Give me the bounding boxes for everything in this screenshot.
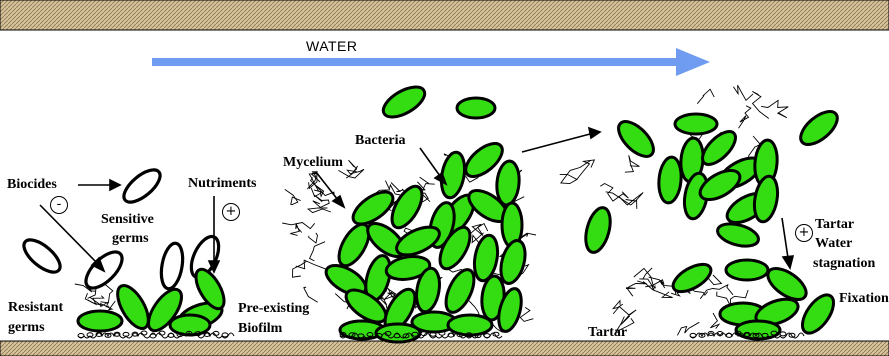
bacterium-cell bbox=[657, 156, 683, 204]
nutriments-label: Nutriments bbox=[188, 176, 256, 192]
tartar-loop bbox=[484, 334, 490, 338]
top-border bbox=[0, 0, 889, 30]
tartar-loop bbox=[78, 334, 84, 338]
preexisting-label: Pre-existing bbox=[238, 301, 309, 317]
arrow-biocides-right bbox=[78, 180, 120, 190]
plus-sign: + bbox=[222, 203, 240, 221]
plus-sign-right: + bbox=[795, 224, 813, 242]
mycelium-strand bbox=[561, 160, 591, 183]
bacterium-cell bbox=[448, 315, 492, 335]
biocides-label: Biocides bbox=[7, 177, 57, 193]
bacterium-cell bbox=[457, 98, 495, 118]
tartar-loop bbox=[780, 332, 786, 336]
sensitive-label: Sensitive bbox=[101, 212, 154, 228]
water-label: WATER bbox=[306, 38, 358, 54]
biofilm-label: Biofilm bbox=[238, 321, 282, 337]
water-arrow bbox=[152, 48, 710, 76]
mycelium-strand bbox=[308, 208, 331, 213]
mycelium-strand bbox=[643, 282, 672, 298]
mycelium-strand bbox=[677, 322, 699, 335]
mycelium-strand bbox=[282, 223, 315, 229]
mycelium-strand bbox=[739, 106, 751, 128]
mycelium-strand bbox=[625, 155, 640, 172]
tartar-loop bbox=[222, 333, 228, 337]
sensitive-germ-cell bbox=[158, 242, 186, 291]
resistant-label: Resistant bbox=[8, 300, 63, 316]
mycelium-strand bbox=[311, 185, 323, 196]
bacterium-cell bbox=[78, 311, 122, 331]
minus-sign: - bbox=[50, 196, 68, 214]
resistant-germs-label: germs bbox=[8, 320, 45, 336]
mycelium-strand bbox=[710, 313, 719, 329]
fixation-label: Fixation bbox=[839, 291, 889, 307]
bacterium-cell bbox=[379, 81, 430, 123]
bacterium-cell bbox=[581, 205, 614, 255]
mycelium-strand bbox=[752, 91, 769, 118]
mycelium-strand bbox=[613, 307, 636, 325]
arrow-bacteria bbox=[420, 148, 446, 184]
tartar-bottom-label: Tartar bbox=[588, 325, 627, 341]
mycelium-strand bbox=[733, 85, 753, 100]
bacterium-cell bbox=[726, 260, 768, 280]
bacterium-cell bbox=[440, 266, 479, 317]
mycelium-strand bbox=[303, 287, 317, 302]
bacterium-cell bbox=[675, 114, 717, 134]
mycelium-strand bbox=[560, 160, 595, 180]
mycelium-strand bbox=[761, 100, 788, 117]
sensitive-germ-cell bbox=[119, 164, 166, 208]
mycelium-strand bbox=[520, 307, 533, 321]
arrow-mycelium bbox=[316, 172, 344, 207]
mycelium-strand bbox=[613, 301, 623, 309]
mycelium-strand bbox=[285, 189, 301, 204]
bacterium-cell bbox=[795, 105, 843, 150]
bacterium-cell bbox=[669, 259, 715, 297]
mycelium-strand bbox=[309, 233, 318, 243]
water-right-label: Water bbox=[815, 236, 852, 252]
bacterium-cell bbox=[715, 220, 761, 250]
arrow-nutriments bbox=[209, 196, 219, 272]
mycelium-strand bbox=[88, 300, 116, 310]
tartar-loop bbox=[168, 333, 174, 337]
mycelium-strand bbox=[309, 242, 325, 261]
sensitive-germs-label: germs bbox=[112, 231, 149, 247]
stagnation-label: stagnation bbox=[813, 256, 875, 272]
tartar-right-label: Tartar bbox=[815, 217, 854, 233]
tartar-loop bbox=[150, 334, 156, 338]
tartar-loop bbox=[690, 333, 696, 337]
mycelium-strand bbox=[697, 89, 714, 104]
sensitive-germ-cell bbox=[19, 234, 66, 278]
arrow-detach bbox=[522, 128, 600, 152]
mycelium-label: Mycelium bbox=[283, 155, 343, 171]
mycelium-strand bbox=[290, 223, 302, 235]
arrow-fixation bbox=[782, 218, 793, 268]
bacterium-cell bbox=[751, 174, 781, 223]
mycelium-strand bbox=[626, 281, 647, 296]
mycelium-strand bbox=[652, 280, 665, 288]
bacterium-cell bbox=[613, 116, 660, 163]
bacterium-cell bbox=[695, 164, 744, 205]
bacteria-label: Bacteria bbox=[355, 133, 406, 149]
mycelium-strand bbox=[600, 184, 628, 202]
bottom-border bbox=[0, 341, 889, 356]
